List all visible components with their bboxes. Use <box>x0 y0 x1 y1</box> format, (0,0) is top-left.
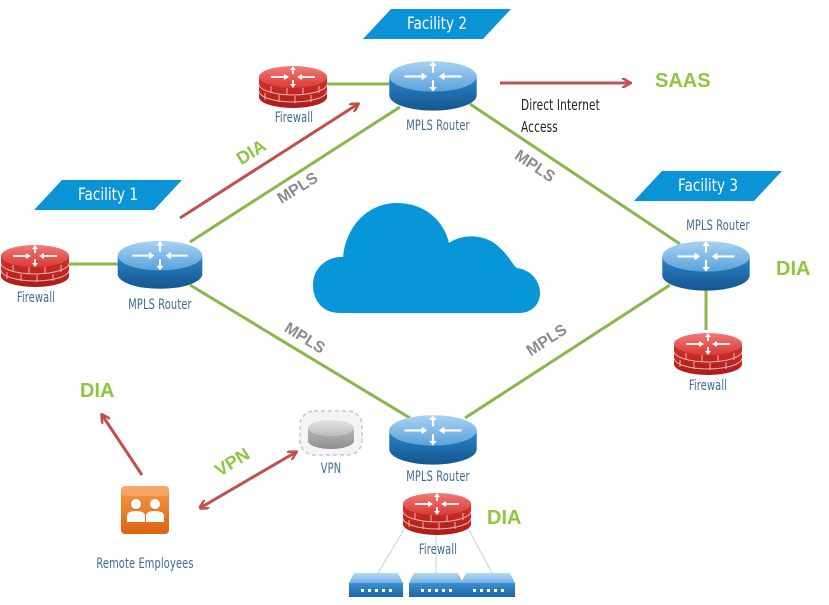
switch-icon[interactable] <box>461 573 515 597</box>
facility-3-banner: Facility 3 <box>634 171 782 201</box>
firewall-facility-3-icon[interactable] <box>673 332 743 376</box>
router-facility-1-icon[interactable] <box>116 239 204 290</box>
router-bottom-icon[interactable] <box>388 414 478 466</box>
firewall-bottom-label: Firewall <box>418 542 458 558</box>
direct-internet-access-note: Direct Internet Access <box>521 94 630 138</box>
link-mpls-f2-f3 <box>469 102 681 246</box>
arrow-dia-f1 <box>179 104 358 220</box>
facility-1-banner: Facility 1 <box>34 180 182 210</box>
cloud-icon <box>313 203 540 313</box>
switch-links <box>377 527 493 574</box>
firewall-facility-2-label: Firewall <box>274 110 314 126</box>
link-mpls-f3-bottom <box>464 283 671 420</box>
facility-2-banner: Facility 2 <box>363 9 511 39</box>
router-facility-2-label: MPLS Router <box>406 118 470 134</box>
dia-tag-facility-3: DIA <box>776 258 811 280</box>
router-facility-3-icon[interactable] <box>661 240 751 292</box>
router-facility-3-label: MPLS Router <box>686 218 750 234</box>
dia-tag-remote: DIA <box>80 380 115 402</box>
mpls-links <box>60 82 708 420</box>
facility-3-label: Facility 3 <box>677 176 739 196</box>
firewall-facility-3-label: Firewall <box>688 378 728 394</box>
direct-internet-access-text: Direct Internet Access <box>521 96 600 136</box>
dia-arrows <box>102 83 630 508</box>
users-icon[interactable] <box>121 486 169 534</box>
saas-label: SAAS <box>655 70 711 92</box>
link-mpls-f1-f2 <box>189 105 401 244</box>
facility-1-label: Facility 1 <box>77 185 139 205</box>
remote-employees-label: Remote Employees <box>96 556 194 572</box>
router-bottom-label: MPLS Router <box>406 469 470 485</box>
router-facility-2-icon[interactable] <box>388 60 478 112</box>
firewall-facility-2-icon[interactable] <box>258 65 328 109</box>
firewall-bottom-icon[interactable] <box>402 492 472 536</box>
link-mpls-f1-bottom <box>189 283 411 420</box>
arrow-dia-remote <box>102 415 144 476</box>
dia-tag-bottom: DIA <box>487 507 522 529</box>
facility-2-label: Facility 2 <box>406 14 468 34</box>
router-facility-1-label: MPLS Router <box>128 297 192 313</box>
switch-icon[interactable] <box>349 573 403 597</box>
switch-icon[interactable] <box>409 573 463 597</box>
vpn-label: VPN <box>320 461 342 477</box>
firewall-facility-1-icon[interactable] <box>0 244 70 288</box>
arrow-vpn <box>200 452 296 508</box>
firewall-facility-1-label: Firewall <box>16 290 56 306</box>
vpn-router-icon[interactable] <box>299 410 363 456</box>
